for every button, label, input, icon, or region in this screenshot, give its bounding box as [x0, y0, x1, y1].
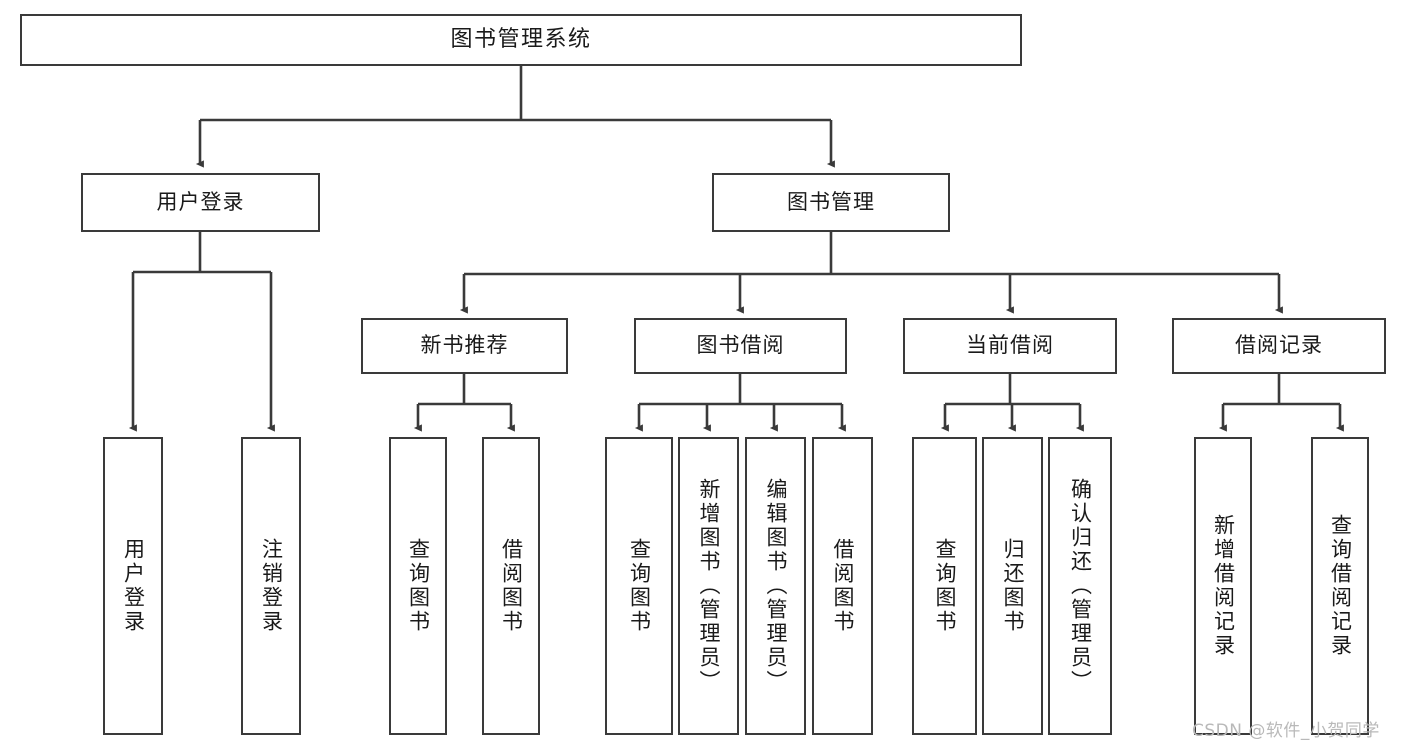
node-leaf-confirm-return[interactable]: 确认归还（管理员）: [1048, 437, 1112, 735]
node-user-login-label: 用户登录: [156, 189, 245, 214]
node-leaf-query-book-2-label: 查询图书: [627, 538, 652, 634]
node-leaf-borrow-book-2-label: 借阅图书: [831, 538, 855, 634]
node-leaf-logout-login-label: 注销登录: [259, 538, 284, 634]
node-leaf-logout-login[interactable]: 注销登录: [241, 437, 301, 735]
node-root-system[interactable]: 图书管理系统: [20, 14, 1022, 66]
node-leaf-query-borrow-record-label: 查询借阅记录: [1328, 514, 1353, 658]
node-leaf-query-borrow-record[interactable]: 查询借阅记录: [1311, 437, 1369, 735]
node-leaf-add-book[interactable]: 新增图书（管理员）: [678, 437, 739, 735]
node-leaf-add-book-label: 新增图书（管理员）: [697, 478, 721, 694]
node-leaf-query-book-2[interactable]: 查询图书: [605, 437, 673, 735]
node-borrow-record-label: 借阅记录: [1235, 333, 1323, 358]
node-leaf-query-book-3[interactable]: 查询图书: [912, 437, 977, 735]
node-leaf-user-login-label: 用户登录: [121, 538, 146, 634]
node-book-borrow-label: 图书借阅: [696, 333, 785, 358]
node-leaf-borrow-book-1[interactable]: 借阅图书: [482, 437, 540, 735]
node-borrow-record[interactable]: 借阅记录: [1172, 318, 1386, 374]
node-user-login[interactable]: 用户登录: [81, 173, 320, 232]
node-current-borrow-label: 当前借阅: [966, 333, 1054, 358]
node-book-borrow[interactable]: 图书借阅: [634, 318, 847, 374]
node-new-book-recommend-label: 新书推荐: [420, 333, 509, 358]
node-current-borrow[interactable]: 当前借阅: [903, 318, 1117, 374]
node-leaf-query-book-1[interactable]: 查询图书: [389, 437, 447, 735]
node-leaf-query-book-3-label: 查询图书: [933, 538, 957, 634]
node-leaf-return-book[interactable]: 归还图书: [982, 437, 1043, 735]
csdn-watermark: CSDN @软件_小贺同学: [1192, 721, 1380, 741]
node-leaf-borrow-book-2[interactable]: 借阅图书: [812, 437, 873, 735]
node-leaf-query-book-1-label: 查询图书: [406, 538, 431, 634]
node-book-manage-label: 图书管理: [787, 189, 875, 214]
node-leaf-borrow-book-1-label: 借阅图书: [499, 538, 524, 634]
node-leaf-add-borrow-record-label: 新增借阅记录: [1211, 514, 1236, 658]
node-book-manage[interactable]: 图书管理: [712, 173, 950, 232]
node-leaf-user-login[interactable]: 用户登录: [103, 437, 163, 735]
node-new-book-recommend[interactable]: 新书推荐: [361, 318, 568, 374]
node-leaf-add-borrow-record[interactable]: 新增借阅记录: [1194, 437, 1252, 735]
node-leaf-edit-book-label: 编辑图书（管理员）: [764, 478, 788, 694]
node-root-system-label: 图书管理系统: [450, 26, 592, 52]
node-leaf-edit-book[interactable]: 编辑图书（管理员）: [745, 437, 806, 735]
node-leaf-return-book-label: 归还图书: [1001, 538, 1025, 634]
node-leaf-confirm-return-label: 确认归还（管理员）: [1068, 478, 1093, 694]
